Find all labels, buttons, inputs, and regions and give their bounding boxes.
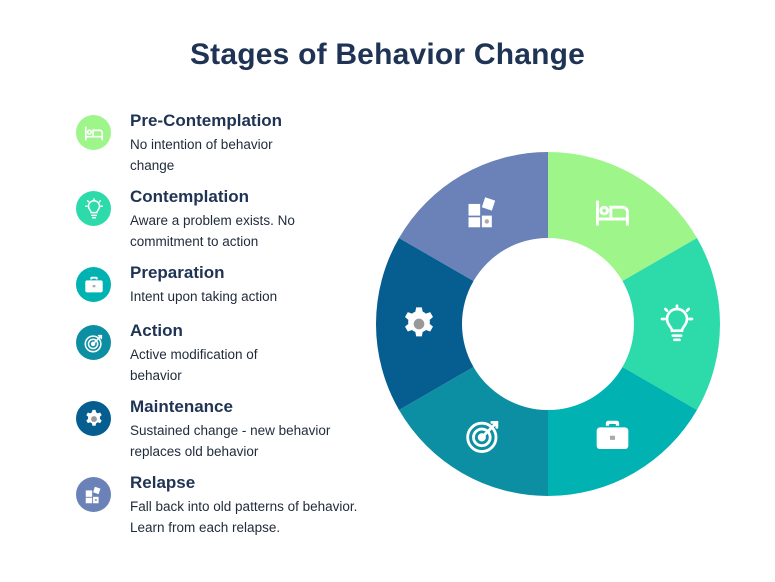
briefcase-icon xyxy=(76,267,111,302)
target-icon xyxy=(466,420,499,453)
puzzle-icon xyxy=(76,477,111,512)
stages-wheel xyxy=(376,152,720,496)
stage-name: Pre-Contemplation xyxy=(130,111,283,130)
wheel-segment-action xyxy=(399,367,548,496)
target-icon xyxy=(76,325,111,360)
stage-description: Aware a problem exists. No commitment to… xyxy=(130,213,295,249)
stage-description: Fall back into old patterns of behavior.… xyxy=(130,499,358,535)
wheel-segment-contemplation xyxy=(622,238,720,410)
gear-icon xyxy=(405,307,433,337)
puzzle-icon xyxy=(468,197,496,228)
lightbulb-icon xyxy=(76,191,111,226)
stage-description: Active modification of behavior xyxy=(130,347,258,383)
stage-name: Contemplation xyxy=(130,187,249,206)
page-title: Stages of Behavior Change xyxy=(189,38,586,71)
stage-description: Sustained change - new behavior replaces… xyxy=(130,423,331,459)
stage-description: Intent upon taking action xyxy=(130,289,278,304)
bed-icon xyxy=(596,200,630,226)
briefcase-icon xyxy=(596,420,629,450)
wheel-segment-pre-contemplation xyxy=(548,152,697,281)
stage-name: Action xyxy=(130,321,183,340)
gear-icon xyxy=(76,401,111,436)
stage-name: Relapse xyxy=(130,473,196,492)
stage-name: Preparation xyxy=(130,263,225,282)
lightbulb-icon xyxy=(660,304,694,342)
bed-icon xyxy=(76,115,111,150)
stage-description: No intention of behavior change xyxy=(130,137,273,173)
wheel-segment-relapse xyxy=(399,152,548,281)
stage-name: Maintenance xyxy=(130,397,233,416)
